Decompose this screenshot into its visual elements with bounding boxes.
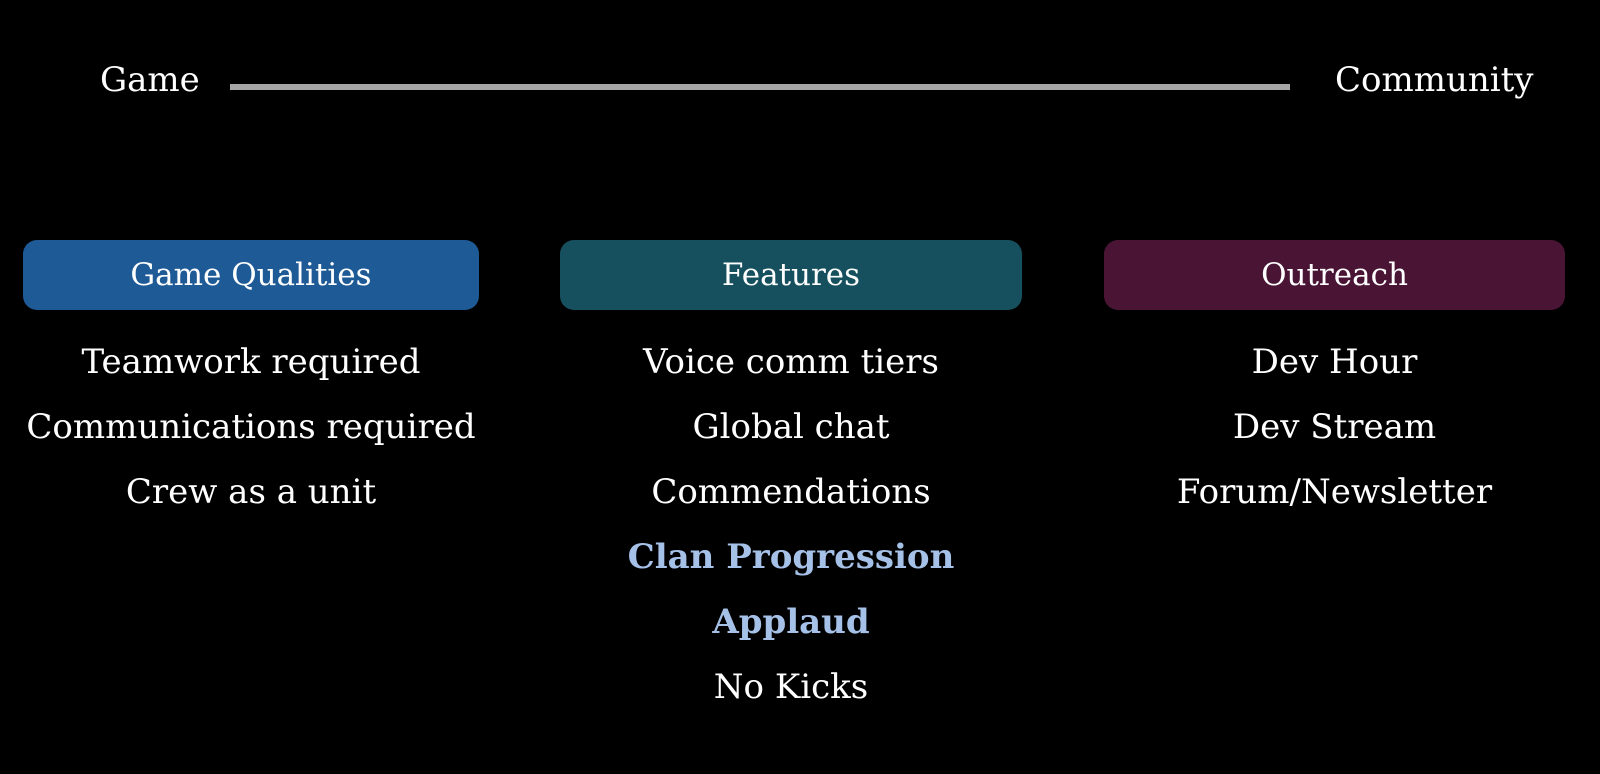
axis-label-game: Game (100, 60, 200, 100)
column-game-qualities: Game Qualities Teamwork required Communi… (23, 240, 479, 525)
features-header: Features (560, 240, 1022, 310)
game-qualities-header: Game Qualities (23, 240, 479, 310)
game-qualities-header-label: Game Qualities (130, 257, 372, 293)
outreach-list: Dev Hour Dev Stream Forum/Newsletter (1104, 330, 1565, 525)
list-item: Forum/Newsletter (1176, 472, 1493, 512)
outreach-header: Outreach (1104, 240, 1565, 310)
axis-label-community: Community (1335, 60, 1534, 100)
axis-line (230, 84, 1290, 90)
list-item: Communications required (26, 407, 476, 447)
column-features: Features Voice comm tiers Global chat Co… (560, 240, 1022, 720)
list-item: Dev Stream (1232, 407, 1437, 447)
list-item: Teamwork required (81, 342, 421, 382)
outreach-header-label: Outreach (1261, 257, 1408, 293)
features-header-label: Features (721, 257, 861, 293)
features-list: Voice comm tiers Global chat Commendatio… (560, 330, 1022, 720)
list-item: Commendations (651, 472, 931, 512)
column-outreach: Outreach Dev Hour Dev Stream Forum/Newsl… (1104, 240, 1565, 525)
list-item: Crew as a unit (125, 472, 377, 512)
list-item: Global chat (692, 407, 890, 447)
list-item: Voice comm tiers (643, 342, 939, 382)
list-item: Dev Hour (1251, 342, 1418, 382)
list-item: No Kicks (713, 667, 869, 707)
game-qualities-list: Teamwork required Communications require… (23, 330, 479, 525)
list-item-highlighted: Applaud (712, 602, 870, 642)
list-item-highlighted: Clan Progression (627, 537, 955, 577)
